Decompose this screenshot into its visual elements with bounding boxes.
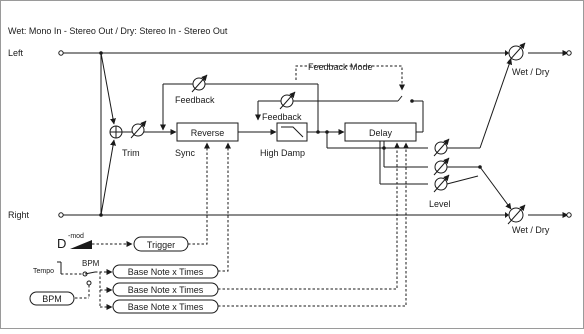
wet-dry-top-knob-icon[interactable] (507, 42, 526, 63)
trim-knob-icon[interactable] (130, 120, 147, 139)
trim-label: Trim (122, 148, 140, 158)
tempo-label: Tempo (33, 268, 54, 275)
right-output-jack (566, 212, 572, 218)
tempo-note-icon (57, 261, 62, 274)
base-note-times-3-label: Base Note x Times (128, 302, 204, 312)
feedback-outer-knob-icon[interactable] (191, 74, 208, 93)
base-note-times-2-label: Base Note x Times (128, 285, 204, 295)
left-input-label: Left (8, 48, 24, 58)
wet-dry-bottom-label: Wet / Dry (512, 225, 550, 235)
feedback-inner-label: Feedback (262, 112, 302, 122)
left-input-jack (58, 50, 64, 56)
base-note-times-1-label: Base Note x Times (128, 267, 204, 277)
feedback-outer-label: Feedback (175, 95, 215, 105)
bpm-button[interactable] (29, 291, 75, 306)
bpm-switch-icon[interactable] (84, 271, 96, 275)
summing-node (109, 125, 123, 139)
wet-dry-top-label: Wet / Dry (512, 67, 550, 77)
sync-label: Sync (175, 148, 196, 158)
feedback-mode-label: Feedback Mode (308, 62, 373, 72)
feedback-mode-switch-icon[interactable] (397, 95, 403, 102)
high-damp-filter[interactable] (276, 122, 308, 142)
bpm-switch-label: BPM (82, 259, 100, 268)
wet-dry-bottom-knob-icon[interactable] (507, 204, 526, 225)
delay-label: Delay (369, 128, 393, 138)
right-input-jack (58, 212, 64, 218)
high-damp-label: High Damp (260, 148, 305, 158)
right-input-label: Right (8, 210, 30, 220)
bpm-button-label: BPM (42, 294, 62, 304)
left-output-jack (566, 50, 572, 56)
reverse-label: Reverse (191, 128, 225, 138)
trigger-label: Trigger (147, 240, 175, 250)
high-damp-curve-icon (281, 126, 304, 138)
feedback-inner-knob-icon[interactable] (279, 91, 296, 110)
dmod-d-label: D (57, 236, 66, 251)
dmod-superscript: -mod (68, 233, 84, 240)
level-knob-1-icon[interactable] (433, 138, 450, 157)
feedback-mode-control-line (295, 65, 405, 91)
level-knob-3-icon[interactable] (433, 174, 450, 193)
level-knob-2-icon[interactable] (433, 157, 450, 176)
dmod-ramp-icon (70, 240, 92, 249)
diagram-header: Wet: Mono In - Stereo Out / Dry: Stereo … (8, 26, 228, 36)
level-label: Level (429, 199, 451, 209)
